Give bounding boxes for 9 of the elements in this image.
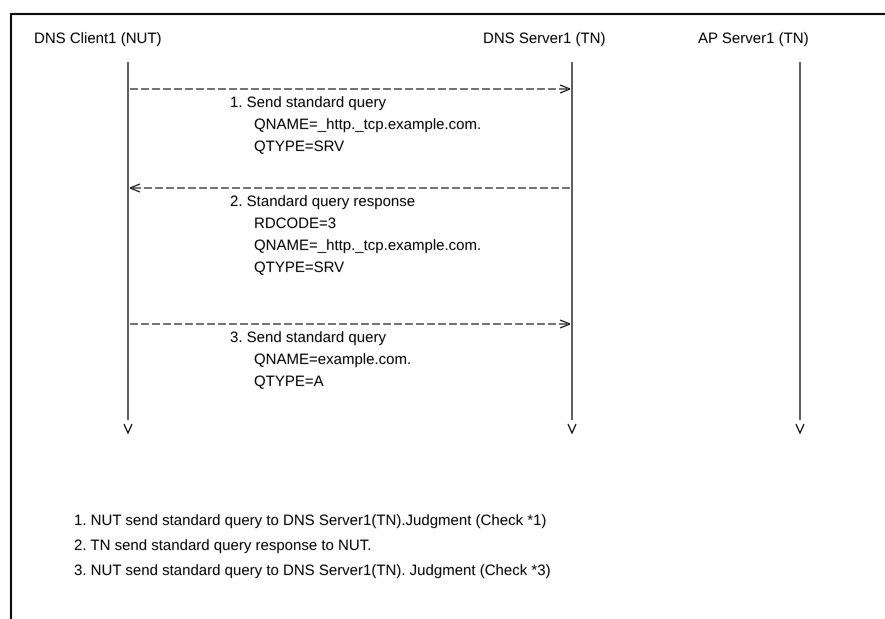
- participant-label: AP Server1 (TN): [698, 30, 809, 47]
- footnote-text: 2. TN send standard query response to NUT.: [74, 536, 372, 556]
- participant-label: DNS Client1 (NUT): [34, 30, 162, 47]
- footnote-text: 3. NUT send standard query to DNS Server1(TN). Judgment (Check *3): [74, 561, 551, 581]
- message-arrow: [130, 319, 571, 329]
- message-arrow: [130, 84, 571, 94]
- message-arrow: [129, 183, 570, 193]
- participant-label: DNS Server1 (TN): [483, 30, 606, 47]
- footnote-text: 1. NUT send standard query to DNS Server1(TN).Judgment (Check *1): [74, 511, 546, 531]
